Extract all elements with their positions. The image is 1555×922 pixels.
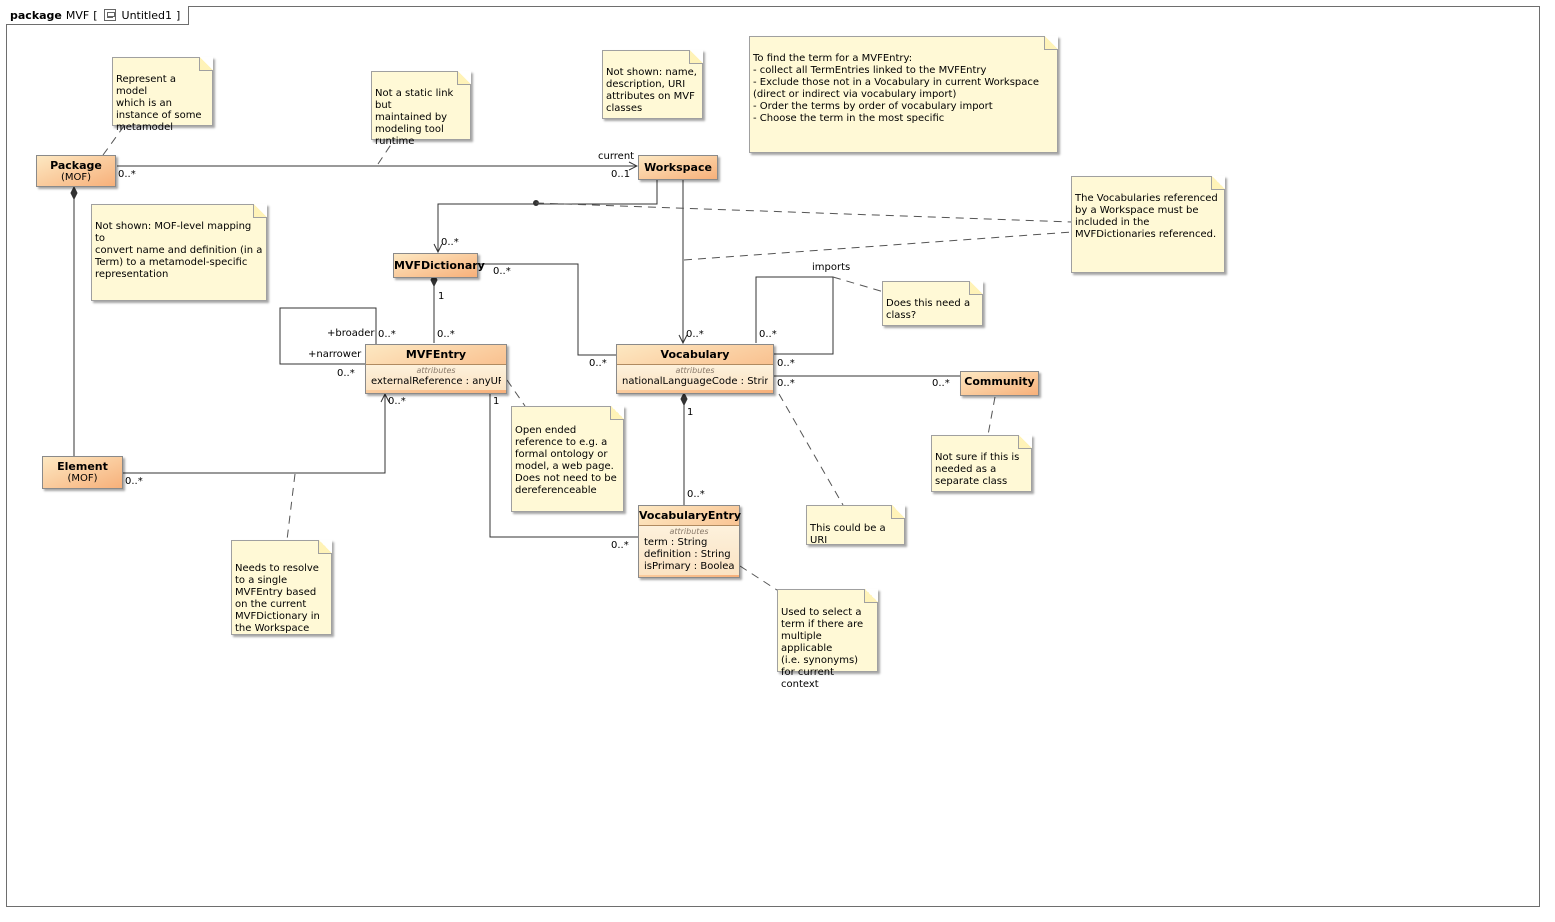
anchor-static-link — [377, 139, 395, 165]
compartment-label: attributes — [675, 366, 715, 375]
note-vocabularies-referenced[interactable]: The Vocabularies referenced by a Workspa… — [1071, 176, 1225, 273]
anchor-vocab-referenced-b — [683, 231, 1073, 261]
class-name: MVFDictionary — [394, 259, 485, 272]
class-workspace[interactable]: Workspace — [638, 155, 718, 180]
anchor-need-class — [832, 276, 885, 293]
class-name: Workspace — [644, 161, 712, 174]
multiplicity: 0..* — [589, 358, 607, 369]
class-name: MVFEntry — [405, 348, 467, 361]
frame-package-name: MVF — [65, 8, 90, 22]
assoc-mvfdictionary-vocabulary — [477, 263, 616, 356]
class-name: Community — [964, 375, 1035, 388]
anchor-vocab-referenced-a — [535, 202, 1073, 223]
assoc-mvfentry-vocabularyentry — [489, 394, 638, 538]
class-vocabulary[interactable]: Vocabulary attributes nationalLanguageCo… — [616, 344, 774, 394]
multiplicity: 0..* — [125, 476, 143, 487]
compartment-label: attributes — [416, 366, 456, 375]
anchor-open-ended — [506, 379, 526, 407]
composition-diamond-package — [70, 185, 78, 201]
note-static-link[interactable]: Not a static link but maintained by mode… — [371, 71, 471, 147]
attributes-compartment: attributes nationalLanguageCode : String — [617, 364, 773, 390]
attribute: isPrimary : Boolean — [644, 561, 734, 572]
note-could-be-uri[interactable]: This could be a URI — [806, 505, 905, 546]
composition-diamond-vocabulary — [680, 391, 688, 407]
anchor-represent-model — [102, 125, 125, 156]
attribute: definition : String — [644, 549, 731, 560]
frame-diagram-name[interactable]: Untitled1 — [121, 8, 173, 22]
note-open-ended-reference[interactable]: Open ended reference to e.g. a formal on… — [511, 406, 624, 512]
multiplicity: 1 — [438, 291, 445, 302]
multiplicity: 0..* — [686, 329, 704, 340]
attribute: nationalLanguageCode : String — [622, 376, 768, 387]
multiplicity: 0..* — [611, 540, 629, 551]
class-name: Element — [57, 460, 108, 473]
frame-keyword: package — [10, 8, 62, 22]
note-find-term[interactable]: To find the term for a MVFEntry: - colle… — [749, 36, 1058, 153]
attribute: externalReference : anyURI — [371, 376, 501, 387]
multiplicity: 0..* — [441, 237, 459, 248]
multiplicity: 0..* — [437, 329, 455, 340]
multiplicity: 0..* — [759, 329, 777, 340]
role-current: current — [598, 151, 635, 162]
multiplicity: 1 — [687, 407, 694, 418]
class-package[interactable]: Package (MOF) — [36, 155, 116, 187]
class-diagram-icon — [103, 9, 116, 21]
frame-bracket-open: [ — [93, 8, 98, 22]
multiplicity: 0..* — [777, 378, 795, 389]
class-name: VocabularyEntry — [639, 509, 742, 522]
anchor-needs-resolve — [286, 473, 296, 541]
note-represent-model[interactable]: Represent a model which is an instance o… — [112, 57, 213, 133]
class-mvfdictionary[interactable]: MVFDictionary — [393, 253, 485, 278]
note-separate-class[interactable]: Not sure if this is needed as a separate… — [931, 435, 1032, 492]
class-mvfentry[interactable]: MVFEntry attributes externalReference : … — [365, 344, 507, 394]
anchor-could-be-uri — [778, 393, 844, 506]
assoc-vocabulary-imports — [755, 276, 834, 355]
role-narrower: +narrower — [308, 349, 362, 360]
note-needs-resolve[interactable]: Needs to resolve to a single MVFEntry ba… — [231, 540, 332, 635]
note-select-term[interactable]: Used to select a term if there are multi… — [777, 589, 878, 690]
note-not-shown-mof[interactable]: Not shown: MOF-level mapping to convert … — [91, 204, 267, 301]
multiplicity: 0..* — [388, 396, 406, 407]
multiplicity: 0..* — [777, 358, 795, 369]
multiplicity: 0..* — [932, 378, 950, 389]
class-community[interactable]: Community — [960, 371, 1039, 396]
multiplicity: 0..* — [493, 266, 511, 277]
class-name: Package — [50, 159, 102, 172]
attributes-compartment: attributes term : String definition : St… — [639, 525, 739, 575]
anchor-separate-class — [987, 396, 996, 436]
attribute: term : String — [644, 537, 708, 548]
class-stereotype: (MOF) — [60, 172, 92, 183]
multiplicity: 0..* — [337, 368, 355, 379]
multiplicity: 0..* — [118, 169, 136, 180]
class-element[interactable]: Element (MOF) — [42, 456, 123, 489]
class-vocabularyentry[interactable]: VocabularyEntry attributes term : String… — [638, 505, 742, 578]
multiplicity: 1 — [493, 396, 500, 407]
attributes-compartment: attributes externalReference : anyURI — [366, 364, 506, 390]
package-frame — [6, 6, 1540, 907]
role-broader: +broader — [327, 328, 375, 339]
anchor-select-term — [739, 565, 781, 593]
note-need-class[interactable]: Does this need a class? — [882, 281, 983, 326]
frame-bracket-close: ] — [176, 8, 181, 22]
multiplicity: 0..* — [378, 329, 396, 340]
role-imports: imports — [812, 262, 851, 273]
class-stereotype: (MOF) — [67, 473, 98, 484]
compartment-label: attributes — [669, 527, 709, 536]
note-not-shown-attributes[interactable]: Not shown: name, description, URI attrib… — [602, 50, 703, 119]
assoc-element-mvfentry — [123, 394, 385, 474]
assoc-workspace-mvfdictionary — [438, 180, 658, 252]
assoc-broader-narrower — [279, 307, 377, 365]
multiplicity: 0..* — [687, 489, 705, 500]
frame-header: package MVF [ Untitled1 ] — [6, 6, 190, 25]
class-name: Vocabulary — [660, 348, 730, 361]
multiplicity: 0..1 — [611, 169, 631, 180]
